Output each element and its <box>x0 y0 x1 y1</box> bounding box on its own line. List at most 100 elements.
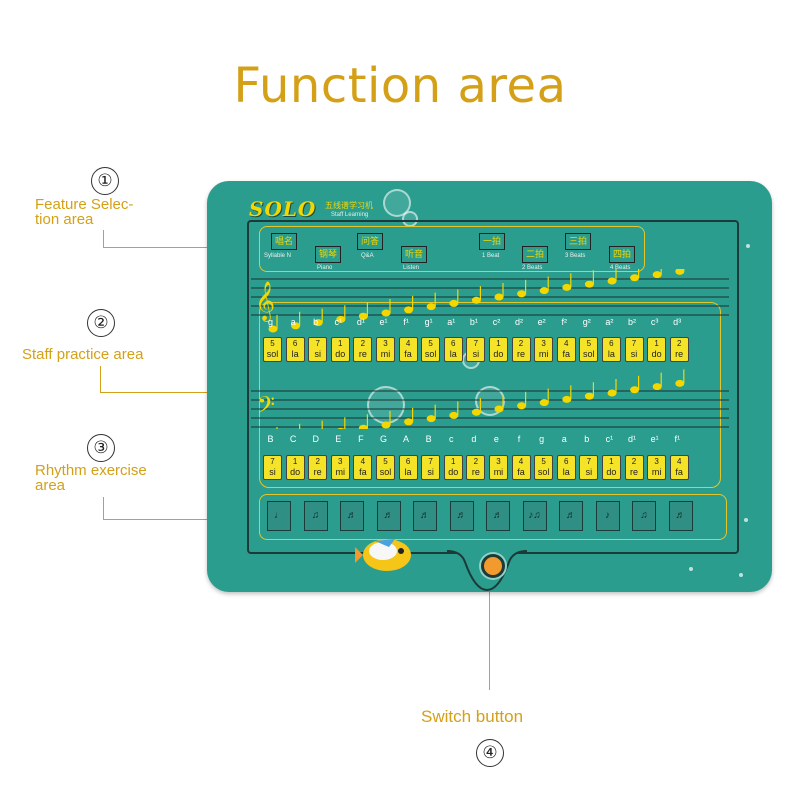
feature-button-qa[interactable]: 问答 <box>357 233 383 250</box>
rhythm-button[interactable]: ♪ <box>595 501 620 531</box>
feature-button-3-beats[interactable]: 三拍 <box>565 233 591 250</box>
note-name: e² <box>537 317 546 327</box>
rhythm-button[interactable]: ♪♫ <box>522 501 547 531</box>
rhythm-button[interactable]: ♬ <box>486 501 510 531</box>
key-number: 3 <box>383 339 388 348</box>
callout-label-rhythm-exercise: Rhythm exercise area <box>35 463 147 493</box>
key-number: 6 <box>451 339 456 348</box>
note-head <box>426 415 436 423</box>
switch-button[interactable] <box>481 554 505 578</box>
key-number: 7 <box>315 339 320 348</box>
note-name: b¹ <box>469 317 478 327</box>
key-syllable: re <box>517 349 526 359</box>
rhythm-button[interactable]: ♫ <box>632 501 656 531</box>
key-number: 2 <box>518 339 524 348</box>
feature-caption: 2 Beats <box>522 265 543 271</box>
key-syllable: do <box>448 467 459 477</box>
feature-button-syllable[interactable]: 唱名 <box>271 233 297 250</box>
rhythm-button[interactable]: ♬ <box>413 501 437 531</box>
feature-button-1-beat[interactable]: 一拍 <box>479 233 505 250</box>
rhythm-button[interactable]: ♬ <box>449 501 474 531</box>
feature-caption: Q&A <box>361 253 374 259</box>
rhythm-button[interactable]: ♬ <box>559 501 583 531</box>
key-syllable: do <box>290 467 301 477</box>
rhythm-button[interactable]: ♫ <box>303 501 328 531</box>
rhythm-button[interactable]: ♩ <box>267 501 291 531</box>
key-number: 2 <box>473 457 479 466</box>
key-number: 5 <box>428 339 433 348</box>
key-number: 4 <box>360 457 366 466</box>
note-name: a <box>290 317 296 327</box>
note-head <box>584 392 594 400</box>
note-head <box>630 386 640 394</box>
note-head <box>381 421 391 429</box>
rhythm-button[interactable]: ♬ <box>668 501 693 531</box>
key-number: 7 <box>473 339 479 348</box>
note-head <box>539 399 549 407</box>
note-name: E <box>335 434 342 444</box>
staff-svg: 𝄞 𝄢 <box>251 269 729 429</box>
treble-notes <box>268 269 685 333</box>
callout-label-staff-practice: Staff practice area <box>22 346 144 363</box>
feature-caption: Listen <box>403 265 420 271</box>
note-name: G <box>379 434 387 444</box>
feature-button-listen[interactable]: 听音 <box>401 246 427 263</box>
note-head <box>652 271 662 279</box>
feature-button-2-beats[interactable]: 二拍 <box>522 246 548 263</box>
rhythm-button[interactable]: ♬ <box>376 501 401 531</box>
feature-caption: 4 Beats <box>610 265 631 271</box>
note-name: f¹ <box>403 317 409 327</box>
key-syllable: re <box>358 349 367 359</box>
feature-button-4-beats[interactable]: 四拍 <box>609 246 635 263</box>
key-syllable: la <box>404 467 412 477</box>
product-name: 五线谱学习机 <box>325 201 373 210</box>
key-number: 1 <box>609 457 614 466</box>
feature-button-piano[interactable]: 钢琴 <box>315 246 341 263</box>
key-syllable: la <box>449 349 457 359</box>
rhythm-button[interactable]: ♬ <box>340 501 364 531</box>
leader-line <box>103 230 104 247</box>
key-number: 5 <box>541 457 546 466</box>
key-number: 3 <box>654 457 659 466</box>
